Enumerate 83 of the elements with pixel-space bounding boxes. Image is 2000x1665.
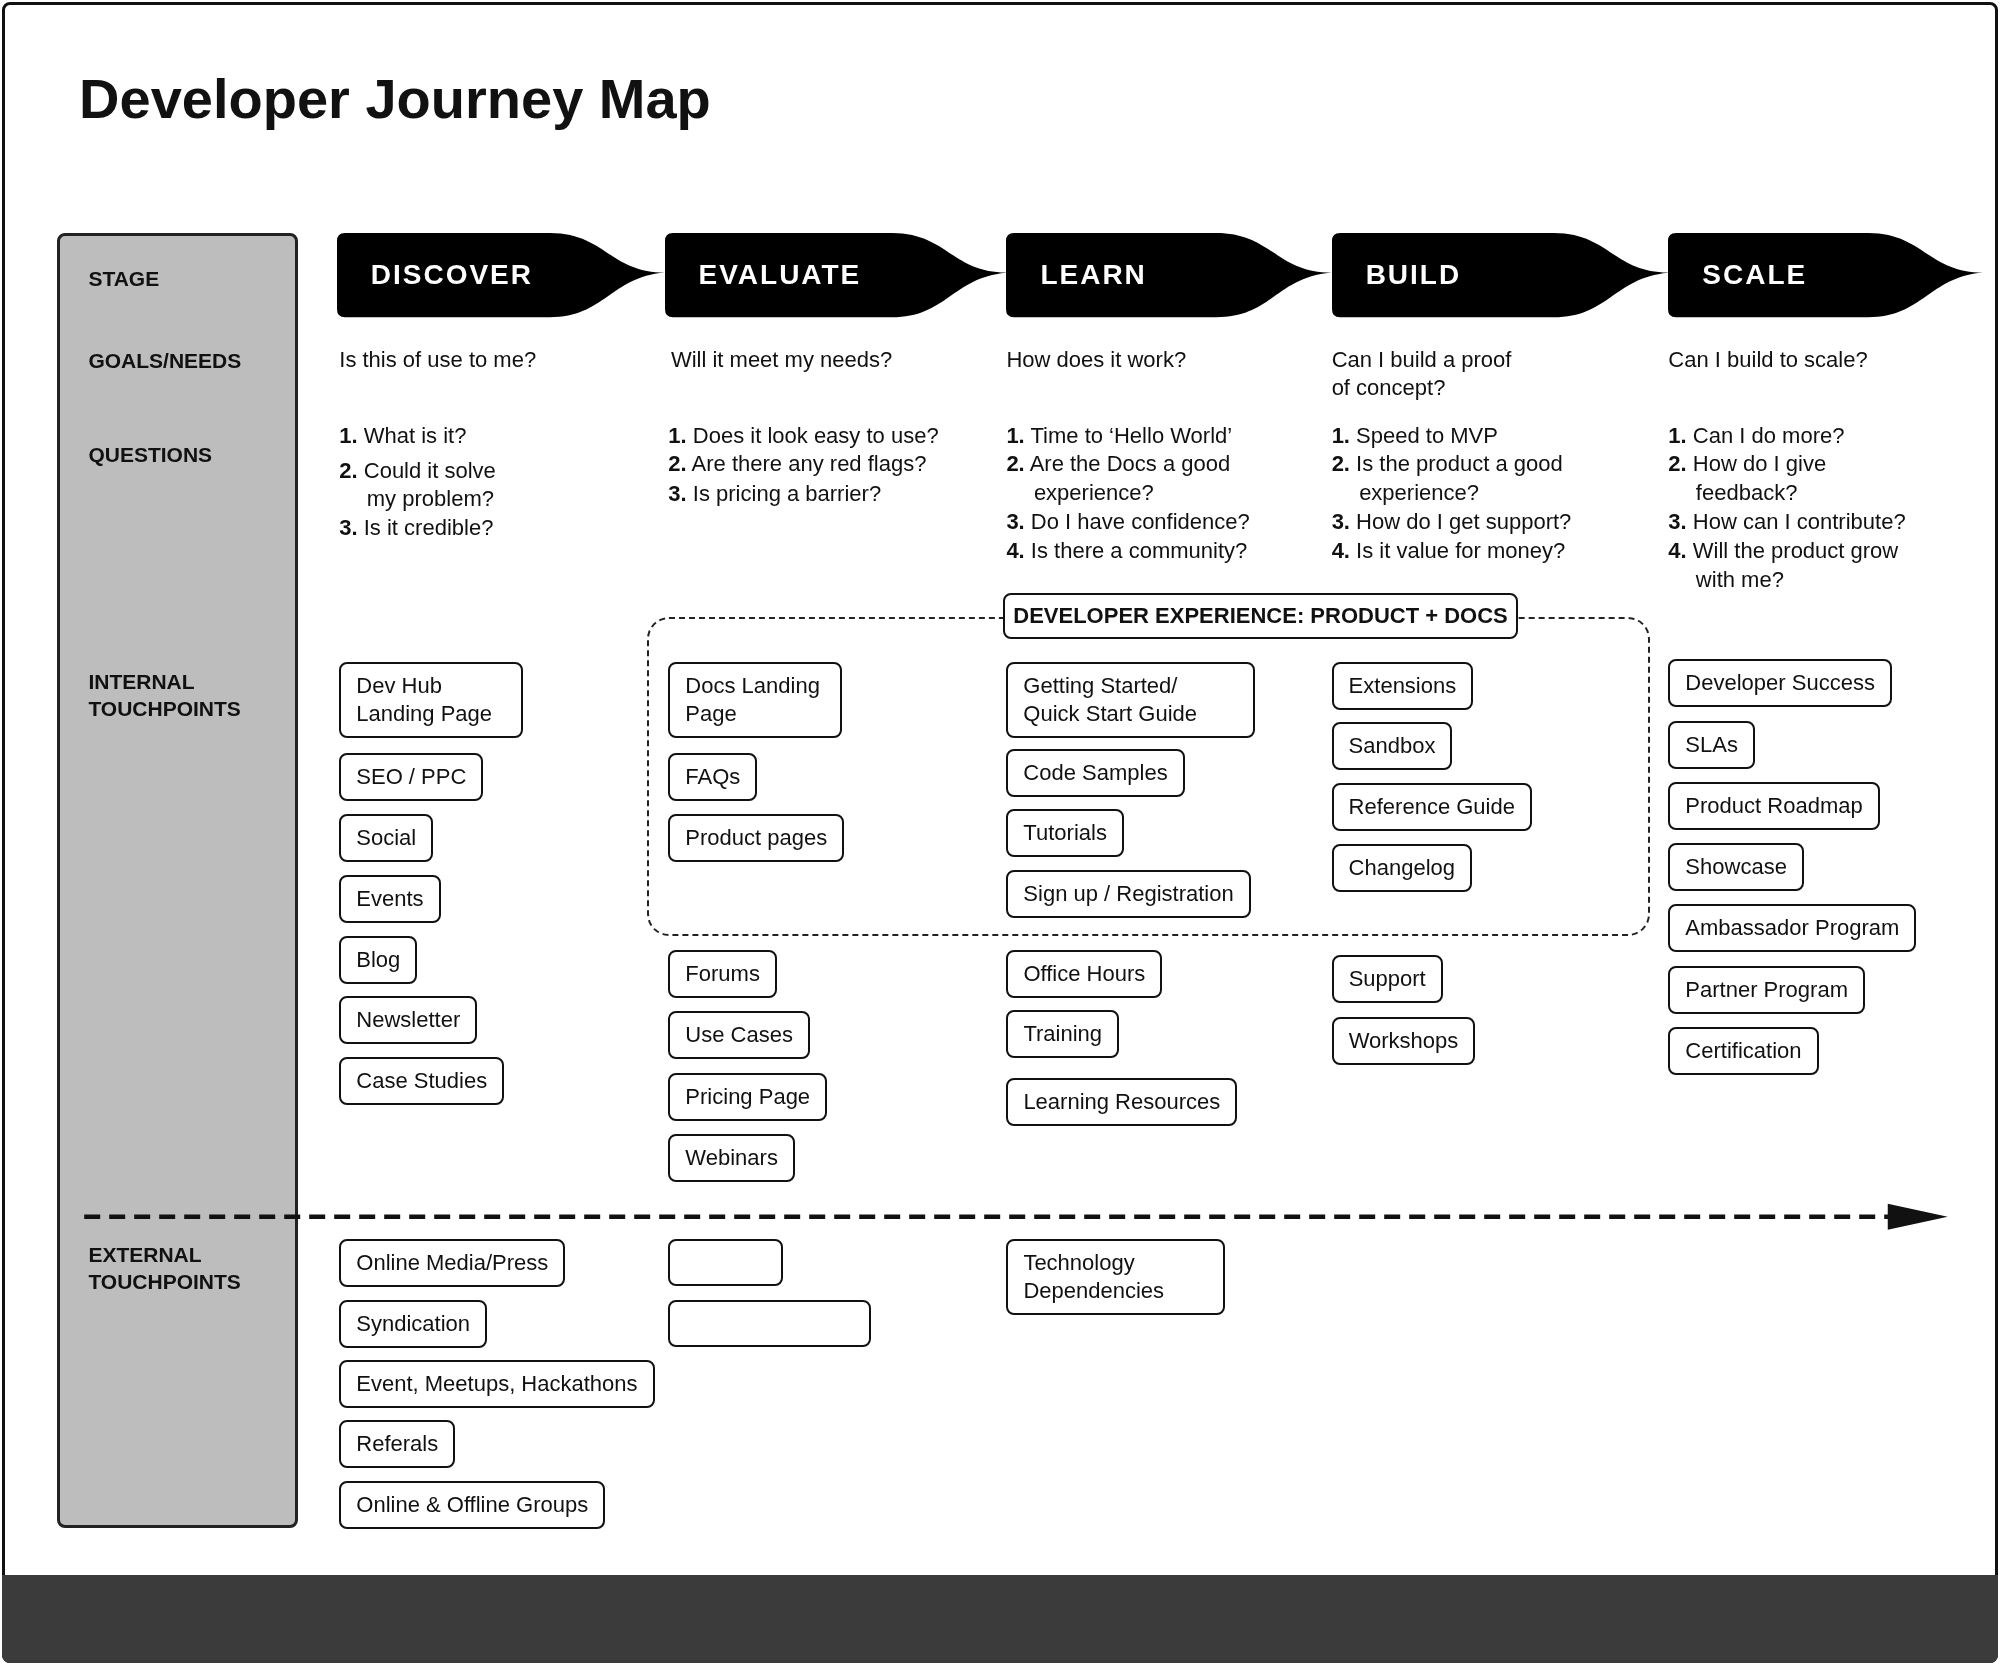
row-heading: EXTERNAL TOUCHPOINTS [88,1241,242,1295]
touchpoint-card: Sign up / Registration [1006,869,1251,918]
question-text: 2. Are the Docs a good experience? [1006,450,1232,507]
touchpoint-card: Case Studies [339,1057,505,1106]
touchpoint-card: Getting Started/ Quick Start Guide [1006,662,1256,738]
stage-label: LEARN [1040,258,1147,293]
question-text: 2. Is the product a good experience? [1331,450,1564,507]
touchpoint-card: Syndication [339,1299,488,1348]
touchpoint-card: FAQs [668,752,758,801]
touchpoint-card: Dev Hub Landing Page [339,662,524,738]
question-text: 4. Is there a community? [1006,537,1249,565]
touchpoint-card: Sandbox [1331,721,1453,770]
question-text: 3. Is it credible? [339,514,495,542]
empty-card [668,1299,872,1347]
empty-card [668,1238,784,1286]
question-text: 3. Is pricing a barrier? [668,479,883,508]
question-text: 2. Are there any red flags? [668,450,928,479]
touchpoint-card: Events [339,875,441,923]
stage-label: DISCOVER [370,258,533,293]
goal-text: Can I build to scale? [1668,345,1869,374]
question-text: 1. Time to ‘Hello World’ [1006,422,1234,451]
question-text: 3. How can I contribute? [1668,507,1907,536]
touchpoint-card: SLAs [1668,720,1755,769]
stage-banner [1006,233,1332,318]
touchpoint-card: Social [339,813,434,862]
touchpoint-card: Developer Success [1668,659,1892,708]
touchpoint-card: Changelog [1331,844,1473,893]
touchpoint-card: Referals [339,1419,456,1468]
diagram-title: Developer Journey Map [79,66,711,132]
stage-banner [1331,233,1669,318]
question-text: 1. Does it look easy to use? [668,422,940,451]
stage-label: EVALUATE [698,258,862,293]
question-text: 2. Could it solve my problem? [339,456,497,514]
goal-text: Can I build a proof of concept? [1331,345,1513,403]
touchpoint-card: Docs Landing Page [668,662,843,738]
goal-text: How does it work? [1006,345,1188,374]
touchpoint-card: Support [1331,955,1443,1004]
touchpoint-card: Extensions [1331,662,1474,710]
touchpoint-card: Learning Resources [1006,1077,1238,1126]
row-heading: STAGE [88,266,161,293]
goal-text: Will it meet my needs? [670,345,894,374]
touchpoint-card: Forums [668,950,777,999]
stage-sidebar [57,233,299,1529]
stage-banner [1668,233,1984,318]
question-text: 1. What is it? [339,422,468,451]
stage-banner [336,233,665,318]
touchpoint-card: Office Hours [1006,950,1163,999]
question-text: 4. Will the product grow with me? [1668,537,1900,594]
touchpoint-card: Tutorials [1006,808,1124,857]
touchpoint-card: SEO / PPC [339,752,484,801]
question-text: 3. How do I get support? [1331,507,1573,536]
stage-banner [664,233,1007,318]
touchpoint-card: Training [1006,1010,1120,1059]
touchpoint-card: Product pages [668,813,845,862]
touchpoint-card: Technology Dependencies [1006,1238,1226,1315]
stage-label: BUILD [1365,258,1462,293]
touchpoint-card: Ambassador Program [1668,904,1917,953]
touchpoint-card: Partner Program [1668,965,1865,1014]
touchpoint-card: Workshops [1331,1016,1476,1065]
question-text: 1. Speed to MVP [1331,422,1499,451]
stage-label: SCALE [1702,258,1808,293]
touchpoint-card: Event, Meetups, Hackathons [339,1359,655,1408]
touchpoint-card: Reference Guide [1331,783,1532,832]
question-text: 1. Can I do more? [1668,422,1846,451]
touchpoint-card: Code Samples [1006,748,1185,797]
touchpoint-card: Online & Offline Groups [339,1480,606,1529]
row-heading: INTERNAL TOUCHPOINTS [88,669,242,723]
row-heading: GOALS/NEEDS [88,347,243,374]
touchpoint-card: Product Roadmap [1668,781,1880,830]
touchpoint-card: Pricing Page [668,1072,828,1121]
goal-text: Is this of use to me? [339,345,538,374]
row-heading: QUESTIONS [88,442,214,469]
touchpoint-card: Showcase [1668,843,1804,892]
touchpoint-card: Newsletter [339,996,478,1045]
group-heading-tag: DEVELOPER EXPERIENCE: PRODUCT + DOCS [1003,593,1518,640]
touchpoint-card: Webinars [668,1133,795,1182]
touchpoint-card: Use Cases [668,1011,810,1060]
touchpoint-card: Certification [1668,1026,1819,1075]
touchpoint-card: Blog [339,936,418,985]
question-text: 3. Do I have confidence? [1006,507,1251,536]
touchpoint-card: Online Media/Press [339,1238,566,1287]
question-text: 2. How do I give feedback? [1668,450,1828,507]
question-text: 4. Is it value for money? [1331,537,1567,565]
